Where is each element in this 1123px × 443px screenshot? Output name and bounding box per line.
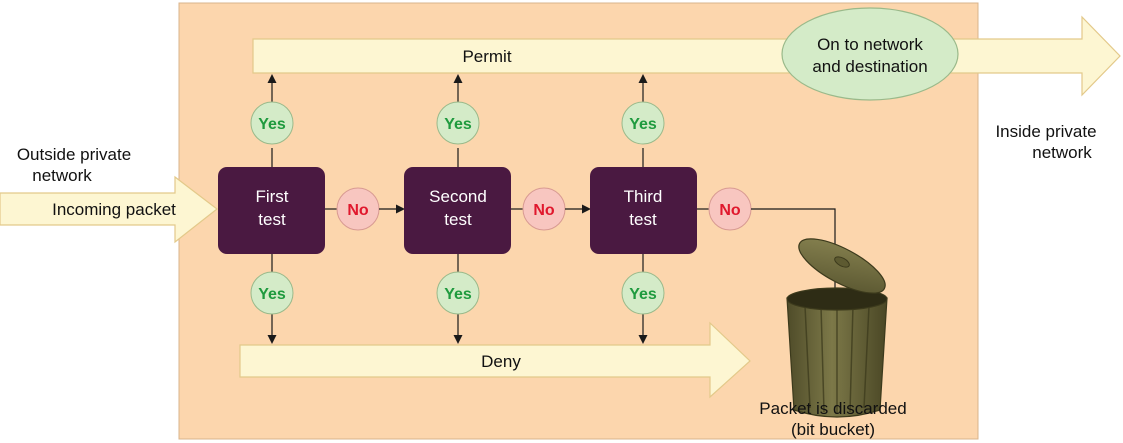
inside-network-label-line1: Inside private — [995, 122, 1096, 141]
second-test-label-line1: Second — [429, 187, 487, 206]
yes-down-label-3: Yes — [629, 286, 657, 303]
permit-label: Permit — [462, 47, 511, 66]
outside-network-label-line1: Outside private — [17, 145, 131, 164]
yes-up-circle-3 — [621, 101, 665, 145]
yes-down-circle-1 — [250, 271, 294, 315]
no-label-3: No — [719, 202, 741, 219]
permit-arrow — [252, 15, 1121, 97]
first-test-box — [218, 167, 325, 254]
yes-up-label-1: Yes — [258, 116, 286, 133]
yes-up-circle-2 — [436, 101, 480, 145]
no-label-2: No — [533, 202, 555, 219]
yes-up-circle-1 — [250, 101, 294, 145]
destination-label-line2: and destination — [812, 57, 927, 76]
second-test-label-line2: test — [444, 210, 472, 229]
yes-down-label-1: Yes — [258, 286, 286, 303]
no-label-1: No — [347, 202, 369, 219]
trash-bin-icon — [786, 238, 888, 418]
destination-ellipse — [781, 7, 959, 101]
yes-down-circle-2 — [436, 271, 480, 315]
incoming-label: Incoming packet — [52, 200, 176, 219]
deny-arrow — [239, 321, 751, 399]
yes-down-label-2: Yes — [444, 286, 472, 303]
yes-up-label-2: Yes — [444, 116, 472, 133]
deny-label: Deny — [481, 352, 521, 371]
discard-label-line1: Packet is discarded — [759, 399, 906, 418]
third-test-label-line2: test — [629, 210, 657, 229]
discard-label-line2: (bit bucket) — [791, 420, 875, 439]
third-test-label-line1: Third — [624, 187, 663, 206]
first-test-label-line1: First — [255, 187, 288, 206]
yes-down-circle-3 — [621, 271, 665, 315]
destination-label-line1: On to network — [817, 35, 923, 54]
third-test-box — [590, 167, 697, 254]
incoming-arrow — [0, 175, 218, 244]
inside-network-label-line2: network — [1032, 143, 1092, 162]
first-test-label-line2: test — [258, 210, 286, 229]
outside-network-label-line2: network — [32, 166, 92, 185]
second-test-box — [404, 167, 511, 254]
yes-up-label-3: Yes — [629, 116, 657, 133]
